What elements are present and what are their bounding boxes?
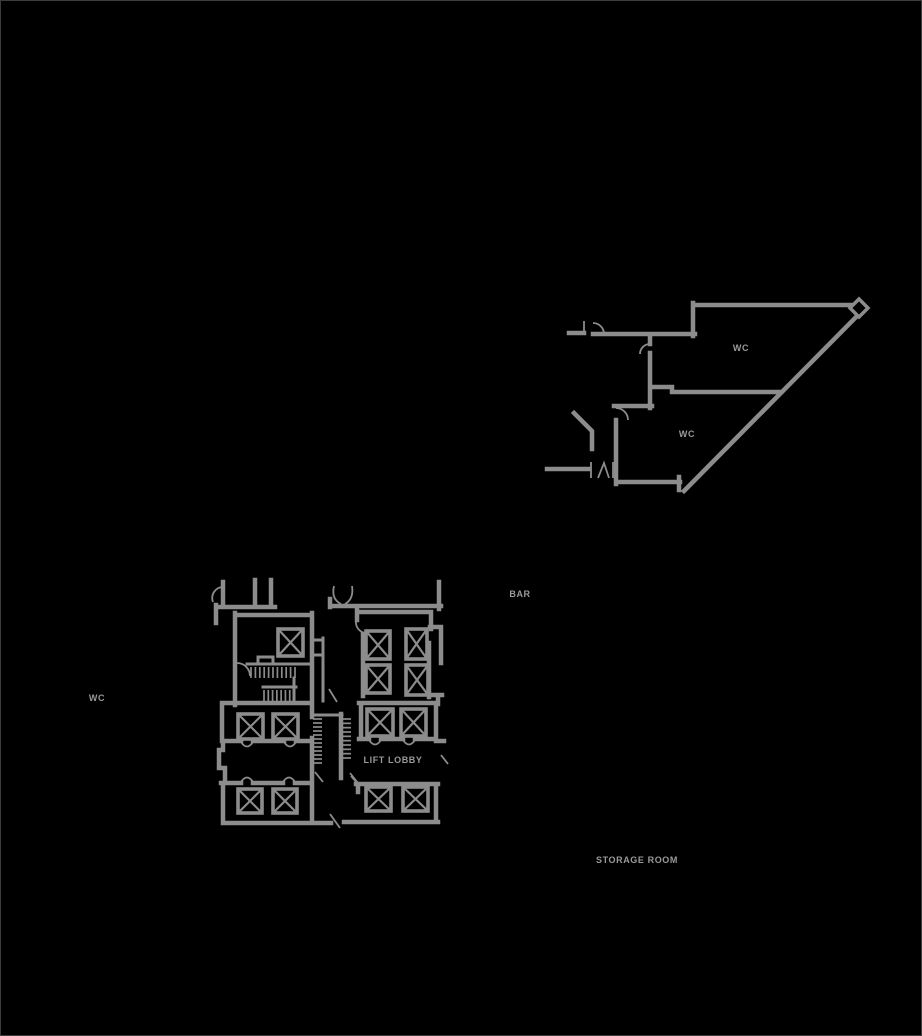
elevator-shaft-icon xyxy=(271,712,300,741)
column-marker-icon xyxy=(847,296,871,320)
stair-treads-icon xyxy=(343,718,351,759)
elevator-shaft-icon xyxy=(276,627,305,658)
room-label-wc-lower: WC xyxy=(679,429,695,439)
room-label-bar: BAR xyxy=(509,589,530,599)
elevator-shaft-icon xyxy=(404,627,429,661)
elevator-shaft-icon xyxy=(236,712,265,741)
floating-labels: BAR WC STORAGE ROOM xyxy=(89,589,678,865)
elevator-shaft-icon xyxy=(271,787,299,815)
elevator-shaft-icon xyxy=(364,663,392,695)
elevator-shaft-icon xyxy=(364,785,393,813)
elevator-shaft-icon xyxy=(364,629,392,661)
room-label-lift-lobby: LIFT LOBBY xyxy=(364,755,423,765)
upper-plan-walls xyxy=(544,300,865,495)
room-label-wc-upper: WC xyxy=(733,343,749,353)
stair-treads-icon xyxy=(313,718,322,764)
elevator-shaft-icon xyxy=(401,785,430,813)
stair-treads-icon xyxy=(250,667,296,678)
elevator-shaft-icon xyxy=(236,787,264,815)
elevator-shaft-icon xyxy=(399,707,428,738)
main-plan-drawing: LIFT LOBBY xyxy=(211,577,449,829)
upper-plan-drawing: WC WC xyxy=(544,296,871,495)
room-label-wc-left: WC xyxy=(89,693,105,703)
elevator-shaft-icon xyxy=(365,707,395,738)
upper-plan-door-details xyxy=(583,321,651,479)
stair-rails xyxy=(245,655,344,717)
stair-treads-icon xyxy=(263,690,295,701)
elevator-shaft-icon xyxy=(404,663,430,697)
main-plan-walls xyxy=(213,577,447,826)
room-label-storage-room: STORAGE ROOM xyxy=(596,855,678,865)
shaft-stub-walls xyxy=(310,636,325,703)
main-plan-door-details xyxy=(211,585,449,829)
